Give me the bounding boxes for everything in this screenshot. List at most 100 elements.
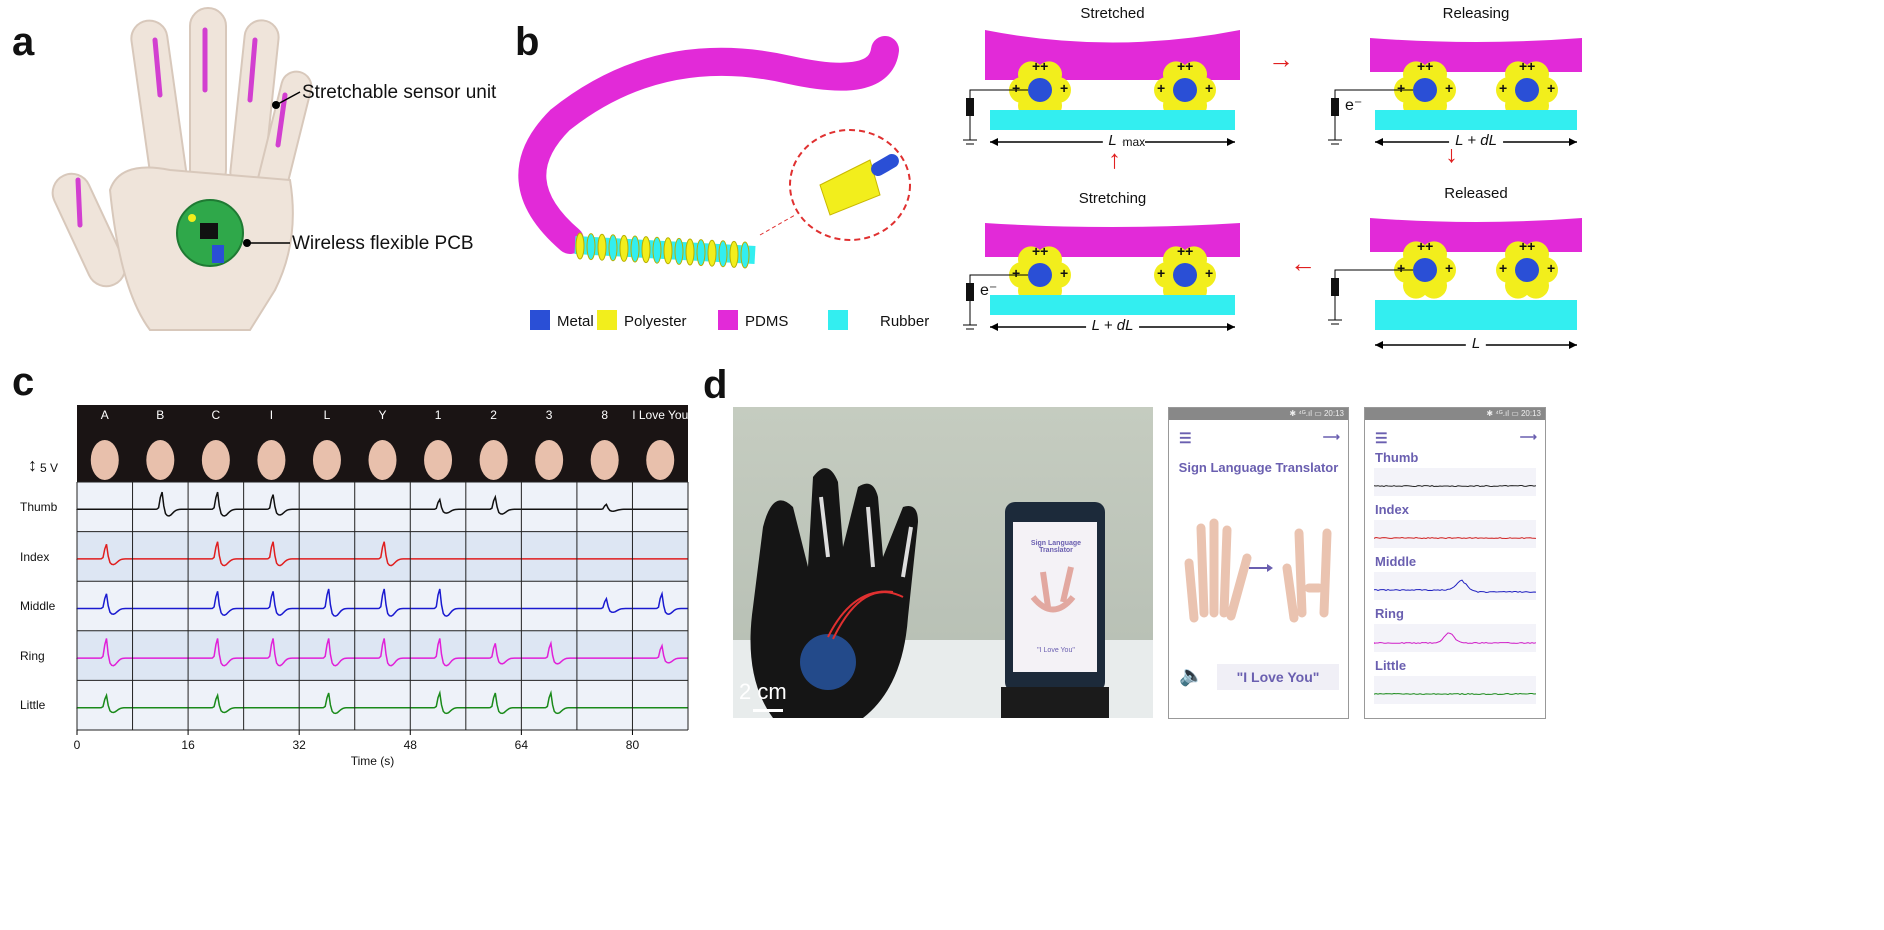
charge-plus: +	[1499, 260, 1507, 276]
channel-plot	[1374, 624, 1536, 652]
transition-arrow-icon: ←	[1290, 248, 1316, 278]
state-title: Stretched	[1080, 5, 1144, 22]
x-tick-label: 32	[292, 738, 305, 752]
gesture-hand-image	[591, 440, 619, 480]
resistor-icon	[966, 98, 974, 116]
length-label: L + dL	[1449, 132, 1503, 149]
channel-label: Little	[1375, 658, 1406, 673]
finger-signal-chart	[0, 0, 700, 800]
channel-label: Ring	[20, 649, 45, 663]
charge-plus: ++	[1519, 58, 1535, 74]
charge-plus: +	[1157, 80, 1165, 96]
gesture-label: L	[324, 408, 331, 422]
app-title: Sign Language Translator	[1169, 460, 1348, 475]
channel-trace	[1374, 572, 1536, 600]
length-label: L	[1466, 335, 1486, 352]
channel-trace	[1374, 520, 1536, 548]
gesture-hand-image	[369, 440, 397, 480]
metal-core	[1413, 78, 1437, 102]
charge-plus: ++	[1519, 238, 1535, 254]
channel-trace	[1374, 676, 1536, 704]
charge-plus: ++	[1177, 58, 1193, 74]
x-tick-label: 16	[181, 738, 194, 752]
charge-plus: +	[1547, 80, 1555, 96]
speaker-icon[interactable]: 🔈	[1179, 663, 1204, 688]
gesture-label: Y	[378, 408, 386, 422]
charge-plus: +	[1205, 265, 1213, 281]
resistor-icon	[966, 283, 974, 301]
channel-plot	[1374, 676, 1536, 704]
charge-plus: +	[1205, 80, 1213, 96]
charge-plus: +	[1445, 80, 1453, 96]
status-bar: ✱ ⁴ᴳ.ıl ▭ 20:13	[1169, 408, 1348, 420]
charge-plus: +	[1397, 260, 1405, 276]
metal-core	[1515, 258, 1539, 282]
row-background	[77, 482, 688, 532]
gesture-label: C	[212, 408, 221, 422]
next-arrow-icon[interactable]: ⟶	[1520, 430, 1537, 444]
charge-plus: ++	[1177, 243, 1193, 259]
gesture-label: I Love You	[632, 408, 688, 422]
state-title: Released	[1444, 185, 1507, 202]
gesture-hand-image	[535, 440, 563, 480]
photo-screen-translation: "I Love You"	[1014, 647, 1098, 654]
gesture-hand-image	[480, 440, 508, 480]
app-screen-translator: ✱ ⁴ᴳ.ıl ▭ 20:13 ☰ ⟶ Sign Language Transl…	[1168, 407, 1349, 719]
state-title: Stretching	[1079, 190, 1147, 207]
gesture-label: B	[156, 408, 164, 422]
x-tick-label: 64	[515, 738, 528, 752]
photo-screen-title: Sign Language Translator	[1014, 540, 1098, 554]
menu-icon[interactable]: ☰	[1179, 430, 1192, 447]
rubber-layer	[990, 110, 1235, 130]
channel-plot	[1374, 572, 1536, 600]
gesture-hand-image	[646, 440, 674, 480]
charge-plus: +	[1060, 80, 1068, 96]
state-title: Releasing	[1443, 5, 1510, 22]
state-diagram-released	[1328, 218, 1582, 349]
gesture-hand-image	[202, 440, 230, 480]
charge-plus: +	[1397, 80, 1405, 96]
row-background	[77, 532, 688, 582]
charge-plus: +	[1445, 260, 1453, 276]
channel-trace	[1374, 624, 1536, 652]
charge-plus: +	[1012, 80, 1020, 96]
charge-plus: +	[1012, 265, 1020, 281]
metal-core	[1173, 78, 1197, 102]
charge-plus: ++	[1032, 243, 1048, 259]
channel-plot	[1374, 520, 1536, 548]
menu-icon[interactable]: ☰	[1375, 430, 1388, 447]
gesture-label: A	[101, 408, 109, 422]
gesture-hand-image	[146, 440, 174, 480]
app-screen-signals: ✱ ⁴ᴳ.ıl ▭ 20:13 ☰ ⟶ ThumbIndexMiddleRing…	[1364, 407, 1546, 719]
channel-label: Ring	[1375, 606, 1404, 621]
channel-label: Thumb	[1375, 450, 1418, 465]
state-diagram-stretched	[963, 30, 1240, 146]
metal-core	[1413, 258, 1437, 282]
channel-label: Little	[20, 698, 45, 712]
charge-plus: +	[1499, 80, 1507, 96]
x-tick-label: 80	[626, 738, 639, 752]
metal-core	[1173, 263, 1197, 287]
gesture-label: 2	[490, 408, 497, 422]
charge-plus: ++	[1417, 238, 1433, 254]
resistor-icon	[1331, 278, 1339, 296]
x-tick-label: 48	[404, 738, 417, 752]
gesture-hand-image	[424, 440, 452, 480]
rubber-layer	[1375, 300, 1577, 330]
row-background	[77, 680, 688, 730]
charge-plus: ++	[1032, 58, 1048, 74]
charge-plus: +	[1060, 265, 1068, 281]
channel-label: Middle	[20, 599, 55, 613]
row-background	[77, 631, 688, 681]
metal-core	[1028, 263, 1052, 287]
length-label: L	[1102, 132, 1122, 149]
x-tick-label: 0	[74, 738, 81, 752]
gesture-label: 3	[546, 408, 553, 422]
gesture-label: 8	[601, 408, 608, 422]
next-arrow-icon[interactable]: ⟶	[1323, 430, 1340, 444]
length-label: L + dL	[1086, 317, 1140, 334]
scale-bar-label: 2 cm	[739, 679, 787, 705]
electron-label: e⁻	[1345, 95, 1362, 115]
state-diagram-stretching	[963, 223, 1240, 331]
